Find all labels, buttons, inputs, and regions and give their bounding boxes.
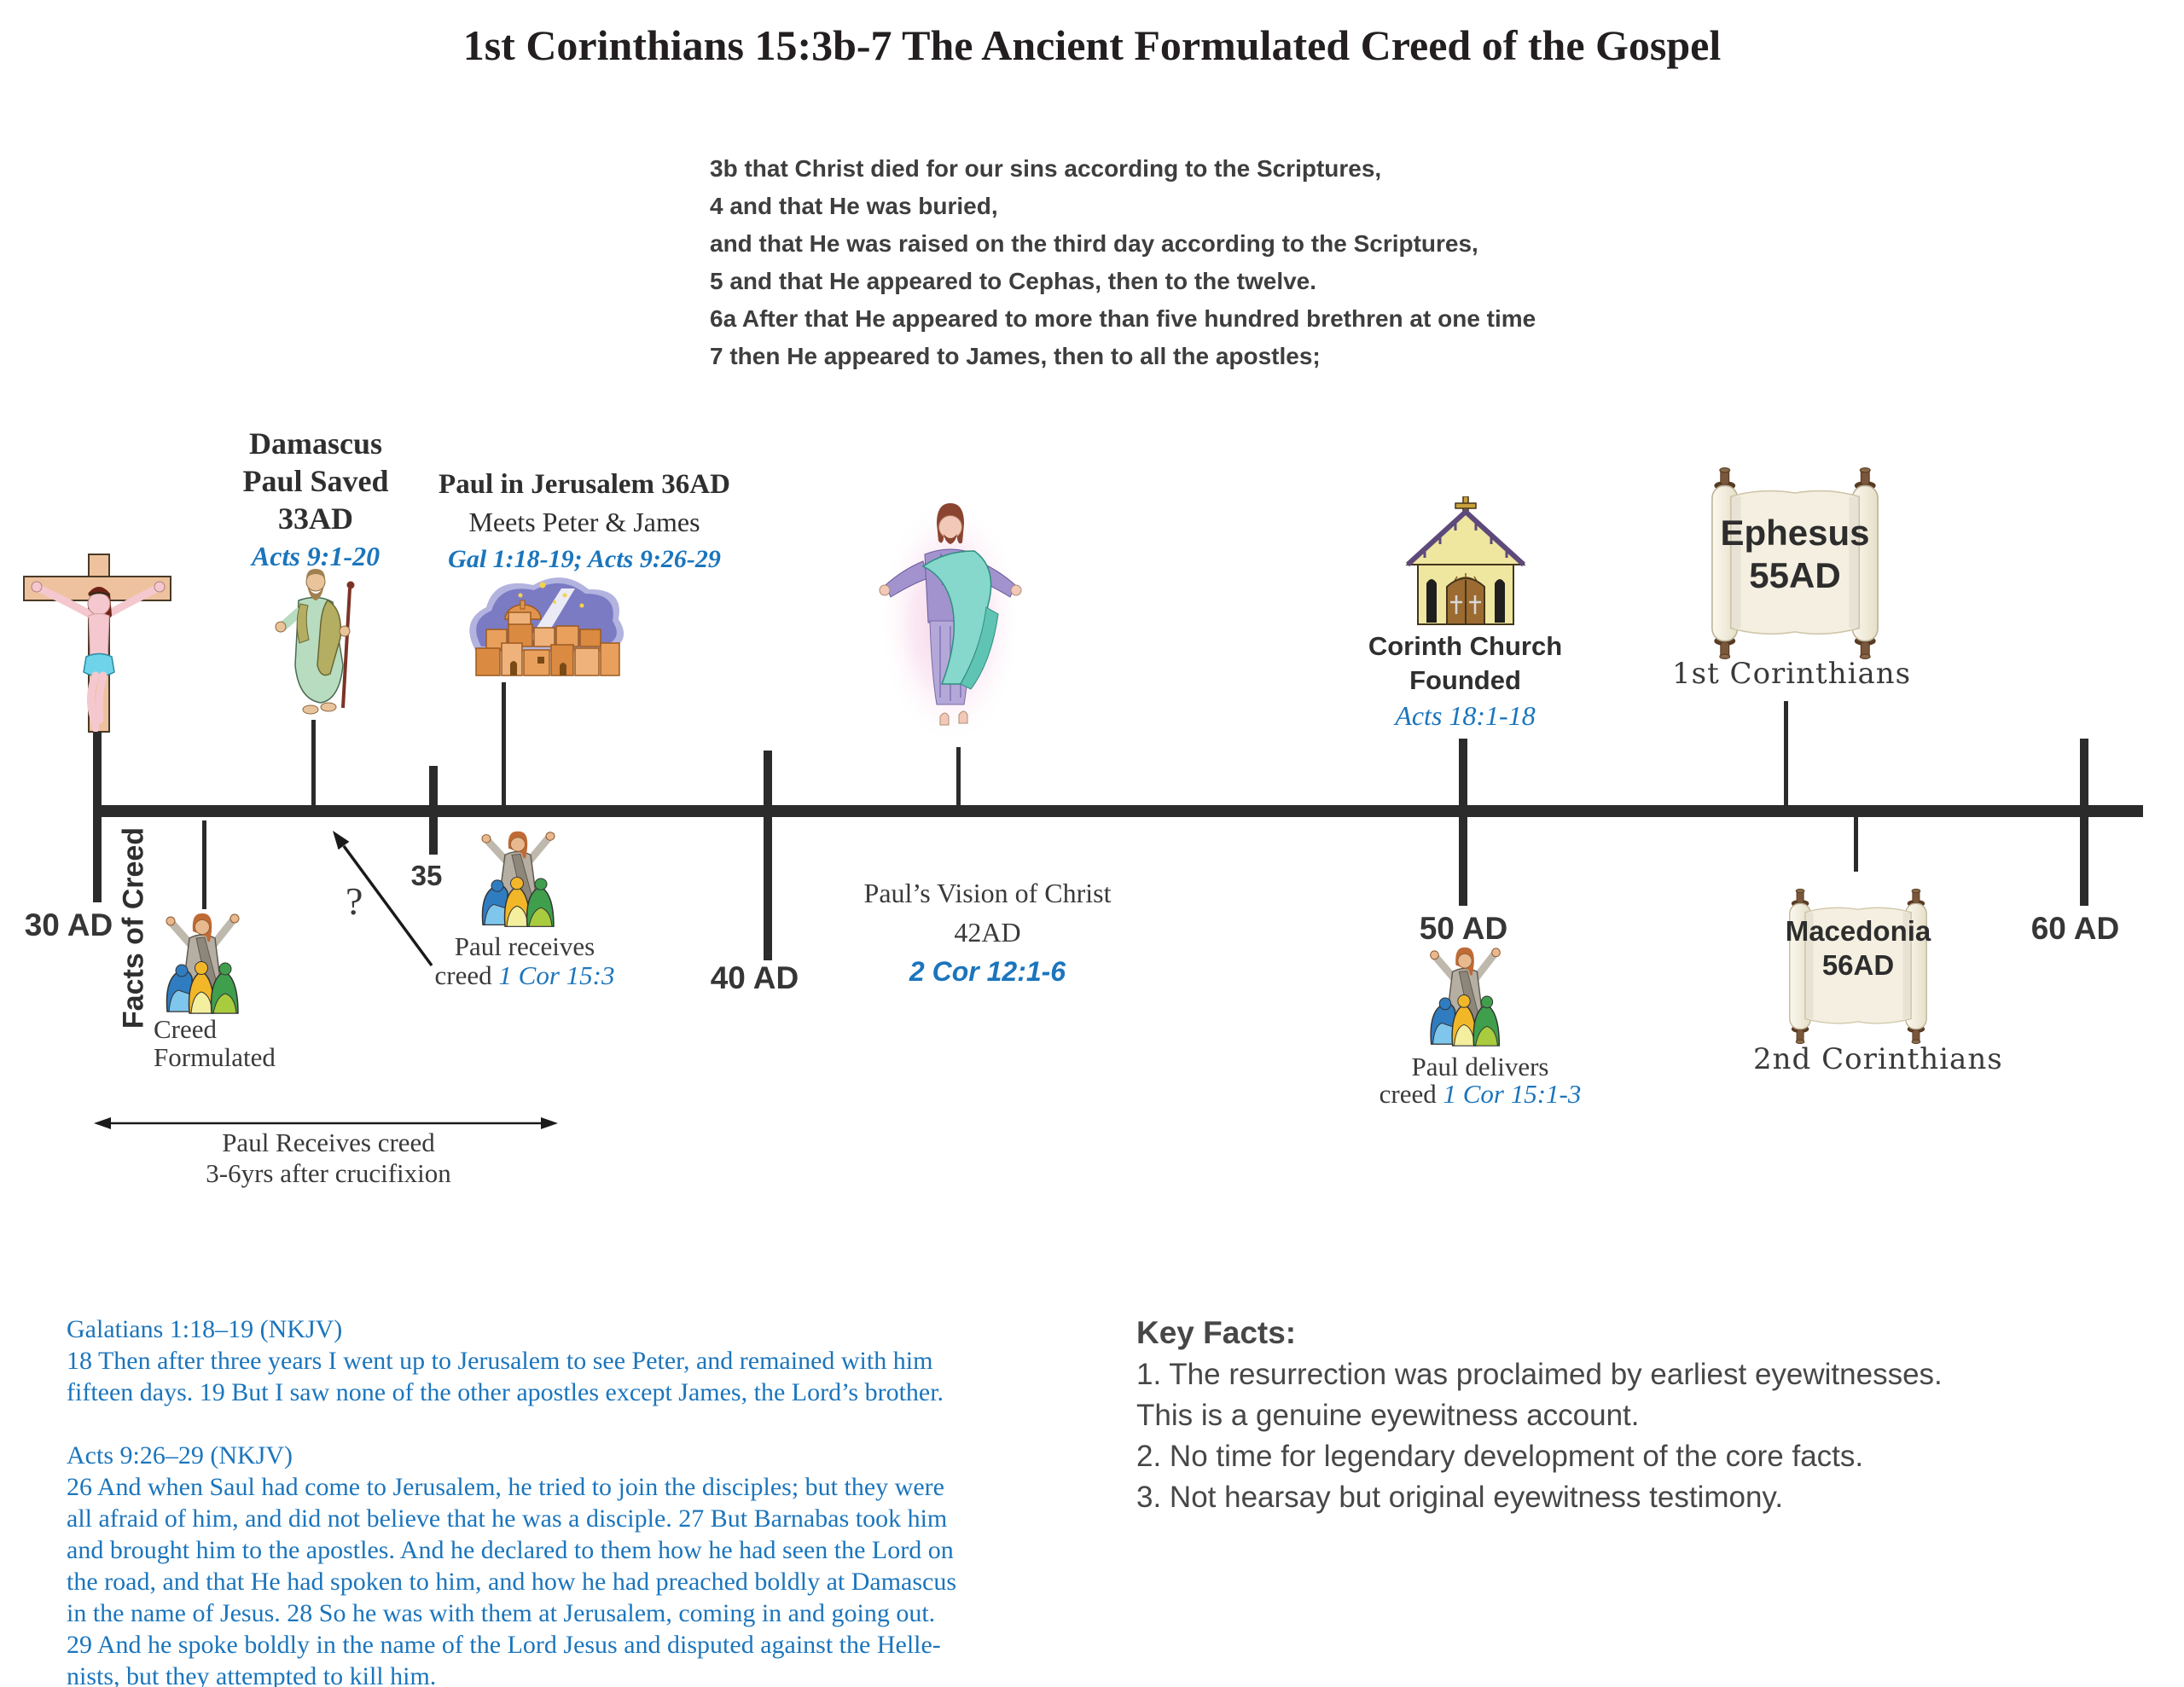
receives-span-note: Paul Receives creed 3-6yrs after crucifi… <box>128 1128 529 1189</box>
tick-30ad <box>93 732 102 902</box>
creed-line: 5 and that He appeared to Cephas, then t… <box>710 268 1317 294</box>
damascus-place: Damascus <box>248 426 382 461</box>
jerusalem-title: Paul in Jerusalem 36AD <box>439 469 730 500</box>
creed-line: 7 then He appeared to James, then to all… <box>710 343 1321 369</box>
corinth-event-label: Corinth Church Founded Acts 18:1-18 <box>1365 629 1565 733</box>
ephesus-scroll-title: Ephesus 55AD <box>1706 512 1884 597</box>
receives-span-line1: Paul Receives creed <box>222 1128 435 1157</box>
creed-formulated-line1: Creed <box>154 1014 218 1044</box>
label-30ad: 30 AD <box>24 907 113 942</box>
acts-line: in the name of Jesus. 28 So he was with … <box>67 1599 936 1627</box>
damascus-scripture-ref: Acts 9:1-20 <box>251 541 380 571</box>
macedonia-place: Macedonia <box>1785 915 1931 947</box>
label-60ad: 60 AD <box>2030 911 2120 946</box>
question-mark: ? <box>346 879 363 923</box>
connector-ephesus <box>1784 701 1788 807</box>
macedonia-year: 56AD <box>1821 949 1895 981</box>
receives-span-line2: 3-6yrs after crucifixion <box>206 1158 451 1188</box>
page-title: 1st Corinthians 15:3b-7 The Ancient Form… <box>462 21 1722 69</box>
jerusalem-scripture-ref: Gal 1:18-19; Acts 9:26-29 <box>448 545 721 573</box>
acts-line: the road, and that He had spoken to him,… <box>67 1568 957 1596</box>
quote-spacer <box>67 1408 956 1440</box>
acts-line: 29 And he spoke boldly in the name of th… <box>67 1631 941 1659</box>
key-facts-block: Key Facts: 1. The resurrection was procl… <box>1136 1312 1943 1518</box>
scripture-quotes-block: Galatians 1:18–19 (NKJV) 18 Then after t… <box>67 1313 956 1687</box>
acts-line: nists, but they attempted to kill him. <box>67 1662 437 1687</box>
galatians-heading: Galatians 1:18–19 (NKJV) <box>67 1315 343 1343</box>
ephesus-year: 55AD <box>1749 555 1841 595</box>
creed-line: 3b that Christ died for our sins accordi… <box>710 155 1382 182</box>
galatians-line: 18 Then after three years I went up to J… <box>67 1347 933 1375</box>
creed-formulated-line2: Formulated <box>154 1042 276 1072</box>
creed-text-block: 3b that Christ died for our sins accordi… <box>710 150 1536 375</box>
second-corinthians-caption: 2nd Corinthians <box>1753 1042 2003 1076</box>
tick-60ad <box>2080 739 2088 906</box>
corinth-line1: Corinth Church <box>1368 631 1563 661</box>
corinth-line2: Founded <box>1409 665 1521 695</box>
paul-delivers-line1: Paul delivers <box>1411 1052 1549 1081</box>
key-fact-line: This is a genuine eyewitness account. <box>1136 1399 1640 1432</box>
facts-of-creed-label: Facts of Creed <box>117 826 150 1029</box>
church-clipart <box>1405 496 1526 625</box>
vision-title: Paul’s Vision of Christ <box>863 878 1112 908</box>
acts-heading: Acts 9:26–29 (NKJV) <box>67 1441 293 1470</box>
key-fact-line: 3. Not hearsay but original eyewitness t… <box>1136 1481 1784 1514</box>
receives-span-arrow <box>94 1117 558 1129</box>
paul-receives-ref: 1 Cor 15:3 <box>498 960 615 990</box>
ephesus-place: Ephesus <box>1720 513 1870 553</box>
timeline-bar <box>93 805 2143 817</box>
galatians-line: fifteen days. 19 But I saw none of the o… <box>67 1378 944 1406</box>
paul-receives-line1: Paul receives <box>454 931 595 961</box>
paul-walking-clipart <box>275 569 355 715</box>
paul-receives-label: creed <box>434 960 492 990</box>
vision-caption: Paul’s Vision of Christ 42AD 2 Cor 12:1-… <box>845 873 1130 991</box>
label-50ad: 50 AD <box>1419 911 1508 946</box>
tick-40ad <box>764 751 772 960</box>
damascus-event: Paul Saved <box>242 464 389 498</box>
damascus-year: 33AD <box>278 501 353 536</box>
label-40ad: 40 AD <box>710 960 799 995</box>
vision-year: 42AD <box>954 917 1021 948</box>
macedonia-scroll-title: Macedonia 56AD <box>1783 914 1933 983</box>
creed-line: 6a After that He appeared to more than f… <box>710 305 1536 332</box>
tick-35 <box>429 766 438 855</box>
teaching-group-clipart <box>474 827 561 930</box>
paul-delivers-line2: creed 1 Cor 15:1-3 <box>1356 1079 1604 1110</box>
key-facts-heading: Key Facts: <box>1136 1315 1297 1350</box>
connector-damascus <box>311 720 316 807</box>
first-corinthians-caption: 1st Corinthians <box>1672 657 1912 691</box>
paul-delivers-label: creed <box>1379 1079 1437 1109</box>
inquiry-arrow <box>333 831 433 967</box>
vision-scripture-ref: 2 Cor 12:1-6 <box>909 956 1066 987</box>
creed-line: and that He was raised on the third day … <box>710 230 1478 257</box>
corinth-scripture-ref: Acts 18:1-18 <box>1395 700 1536 731</box>
connector-macedonia <box>1854 817 1858 872</box>
jerusalem-subtitle: Meets Peter & James <box>468 507 700 537</box>
connector-creed-formulated <box>202 820 206 909</box>
acts-line: all afraid of him, and did not believe t… <box>67 1504 948 1533</box>
damascus-event-label: Damascus Paul Saved 33AD Acts 9:1-20 <box>205 425 427 575</box>
paul-delivers-ref: 1 Cor 15:1-3 <box>1443 1079 1582 1109</box>
key-fact-line: 2. No time for legendary development of … <box>1136 1440 1864 1473</box>
paul-receives-line2: creed 1 Cor 15:3 <box>397 960 653 991</box>
label-35: 35 <box>410 860 443 891</box>
teaching-group-clipart <box>1423 943 1507 1049</box>
connector-vision <box>956 747 961 807</box>
connector-jerusalem <box>502 682 506 807</box>
jerusalem-city-clipart <box>469 577 624 676</box>
acts-line: 26 And when Saul had come to Jerusalem, … <box>67 1473 944 1501</box>
tick-50ad <box>1459 739 1467 906</box>
key-fact-line: 1. The resurrection was proclaimed by ea… <box>1136 1358 1943 1391</box>
creed-formulated-caption: Creed Formulated <box>154 1015 276 1071</box>
crucifix-clipart <box>23 554 171 733</box>
jerusalem-event-label: Paul in Jerusalem 36AD Meets Peter & Jam… <box>422 466 746 578</box>
risen-christ-clipart <box>879 496 1022 745</box>
acts-line: and brought him to the apostles. And he … <box>67 1536 954 1564</box>
teaching-group-clipart <box>159 909 246 1017</box>
creed-line: 4 and that He was buried, <box>710 193 998 219</box>
